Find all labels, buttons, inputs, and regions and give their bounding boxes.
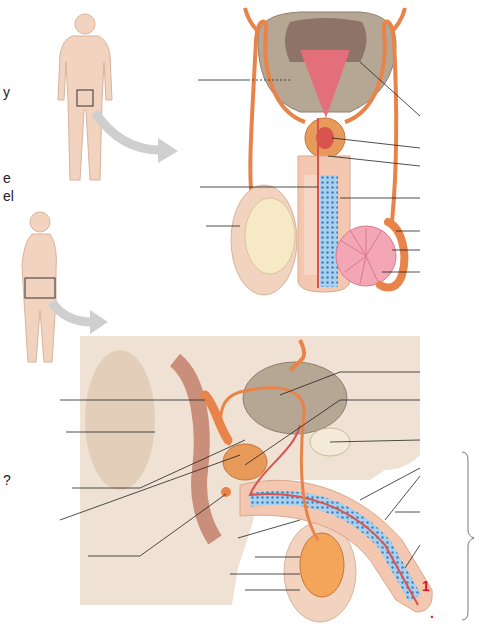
- bracket: [462, 452, 474, 620]
- leader-line: [396, 231, 420, 232]
- front-anatomy: [231, 185, 297, 295]
- front-figure: [58, 36, 112, 180]
- leader-line: [140, 440, 245, 488]
- leader-line: [66, 432, 155, 433]
- front-anatomy: [345, 22, 396, 222]
- leader-line: [252, 80, 290, 81]
- front-anatomy: [336, 226, 396, 286]
- front-figure: [77, 90, 93, 106]
- leader-line: [255, 557, 300, 558]
- leader-line: [88, 556, 140, 557]
- sagittal-anatomy: [290, 340, 304, 370]
- margin-fragment: el: [3, 188, 14, 204]
- sagittal-anatomy: [223, 444, 267, 480]
- front-figure: [58, 14, 178, 180]
- leader-line: [206, 226, 240, 227]
- margin-fragment: ?: [3, 472, 11, 488]
- leader-line: [360, 468, 420, 500]
- front-anatomy: [231, 8, 405, 295]
- leader-line: [340, 400, 420, 401]
- leader-line: [392, 250, 420, 251]
- sagittal-anatomy: [243, 362, 347, 434]
- leader-line: [60, 400, 205, 401]
- leader-line: [330, 440, 420, 442]
- side-figure: [25, 278, 55, 298]
- leader-line: [198, 80, 250, 81]
- leader-line: [328, 156, 420, 166]
- leader-line: [60, 62, 420, 590]
- side-figure: [22, 234, 56, 362]
- leader-line: [245, 590, 300, 591]
- sagittal-anatomy: [80, 336, 432, 622]
- leader-line: [230, 574, 300, 575]
- front-anatomy: [340, 228, 382, 284]
- leader-line: [245, 400, 340, 465]
- leader-line: [280, 372, 340, 395]
- front-anatomy: [300, 50, 350, 118]
- sagittal-anatomy: [221, 388, 318, 540]
- leader-line: [385, 476, 420, 520]
- front-figure: [75, 14, 95, 34]
- sagittal-anatomy: [300, 533, 344, 597]
- front-anatomy: [250, 22, 305, 200]
- leader-line: [72, 488, 140, 489]
- front-figure: [95, 112, 160, 150]
- leader-line: [60, 455, 240, 520]
- front-anatomy: [304, 175, 318, 275]
- side-figure: [52, 302, 92, 322]
- bracket: [462, 452, 474, 620]
- sagittal-anatomy: [240, 480, 432, 612]
- mark: .: [430, 605, 434, 621]
- side-figure: [90, 310, 108, 334]
- front-anatomy: [317, 118, 319, 288]
- side-figure: [30, 212, 50, 232]
- leader-line: [340, 372, 420, 373]
- leader-line: [200, 187, 318, 188]
- sagittal-anatomy: [80, 336, 420, 605]
- sagittal-anatomy: [175, 360, 215, 540]
- callout-number: 1: [422, 578, 430, 594]
- leader-line: [382, 272, 420, 273]
- leader-line: [395, 512, 420, 513]
- leader-line: [405, 545, 420, 568]
- sagittal-anatomy: [221, 487, 231, 497]
- front-anatomy: [380, 222, 404, 288]
- front-anatomy: [320, 175, 338, 287]
- sagittal-anatomy: [85, 350, 155, 490]
- sagittal-anatomy: [250, 425, 418, 605]
- margin-fragment: y: [3, 84, 10, 100]
- front-anatomy: [305, 118, 345, 158]
- front-anatomy: [245, 198, 295, 274]
- leader-line: [340, 198, 420, 199]
- leader-line: [360, 62, 420, 116]
- leader-line: [140, 494, 226, 556]
- leader-line: [332, 138, 420, 148]
- leader-line: [238, 520, 300, 538]
- front-figure: [158, 138, 178, 163]
- margin-fragment: e: [3, 170, 11, 186]
